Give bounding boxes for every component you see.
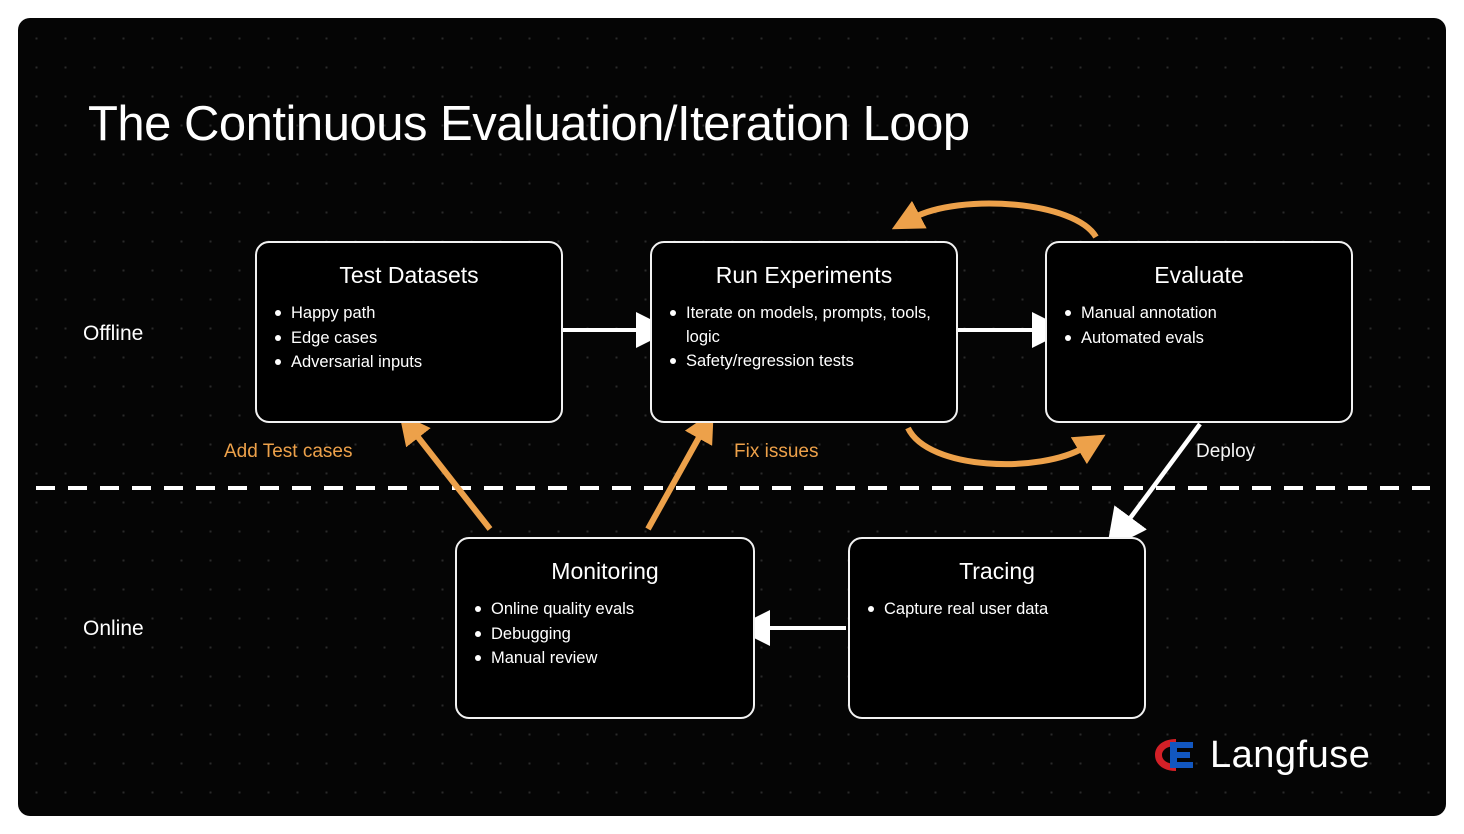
node-title-evaluate: Evaluate [1154, 262, 1244, 288]
langfuse-logo-icon [1155, 739, 1193, 771]
page-title: The Continuous Evaluation/Iteration Loop [88, 97, 970, 151]
list-item: Manual review [475, 647, 739, 670]
edge-label-deploy: Deploy [1196, 441, 1256, 462]
node-list-evaluate: Manual annotation Automated evals [1047, 302, 1351, 350]
list-item: Automated evals [1065, 327, 1337, 350]
node-title-test-datasets: Test Datasets [339, 262, 479, 288]
node-run-experiments[interactable]: Run Experiments Iterate on models, promp… [650, 241, 958, 423]
list-item: Edge cases [275, 327, 547, 350]
list-item: Debugging [475, 623, 739, 646]
node-title-run-experiments: Run Experiments [715, 262, 893, 288]
node-test-datasets[interactable]: Test Datasets Happy path Edge cases Adve… [255, 241, 563, 423]
edge-label-add-test-cases: Add Test cases [224, 441, 353, 462]
node-list-tracing: Capture real user data [850, 598, 1144, 621]
brand-lockup: Langfuse [1152, 735, 1370, 775]
lane-label-offline: Offline [83, 322, 144, 345]
node-title-monitoring: Monitoring [551, 558, 659, 584]
lane-label-online: Online [83, 617, 144, 640]
list-item: Adversarial inputs [275, 351, 547, 374]
node-list-test-datasets: Happy path Edge cases Adversarial inputs [257, 302, 561, 374]
list-item: Capture real user data [868, 598, 1130, 621]
brand-name: Langfuse [1210, 734, 1371, 776]
node-list-run-experiments: Iterate on models, prompts, tools, logic… [652, 302, 956, 373]
node-title-tracing: Tracing [959, 558, 1035, 584]
node-tracing[interactable]: Tracing Capture real user data [848, 537, 1146, 719]
node-monitoring[interactable]: Monitoring Online quality evals Debuggin… [455, 537, 755, 719]
node-list-monitoring: Online quality evals Debugging Manual re… [457, 598, 753, 670]
list-item: Manual annotation [1065, 302, 1337, 325]
edge-label-fix-issues: Fix issues [734, 441, 819, 462]
list-item: Iterate on models, prompts, tools, logic [670, 302, 942, 349]
node-evaluate[interactable]: Evaluate Manual annotation Automated eva… [1045, 241, 1353, 423]
list-item: Happy path [275, 302, 547, 325]
list-item: Safety/regression tests [670, 350, 942, 373]
list-item: Online quality evals [475, 598, 739, 621]
